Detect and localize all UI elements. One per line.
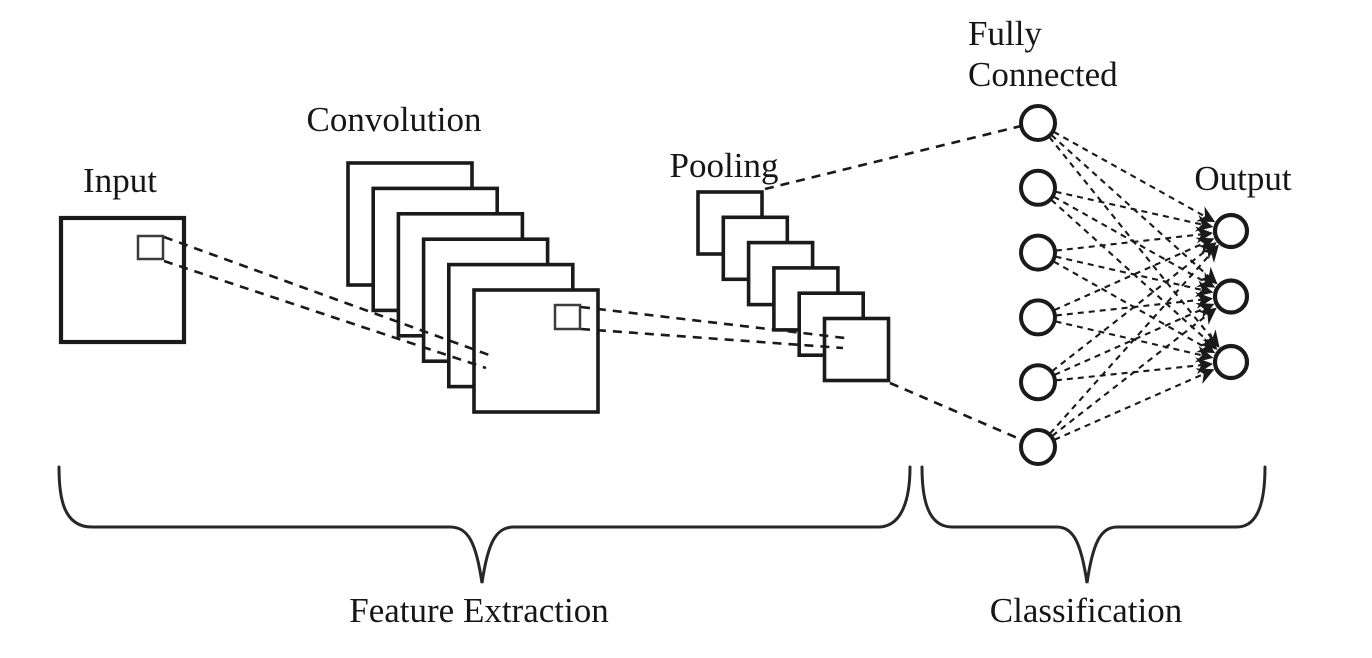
- fully-connected-neuron: [1019, 104, 1057, 142]
- fully-connected-to-output-line: [1053, 130, 1216, 223]
- pooling-to-fully-connected-line: [889, 381, 1023, 442]
- input-to-convolution-line: [163, 259, 487, 370]
- input-label: Input: [83, 161, 157, 200]
- fully-connected-to-output-line: [1053, 237, 1215, 312]
- pooling-to-fully-connected-line: [764, 124, 1022, 191]
- fully-connected-neuron: [1019, 428, 1057, 466]
- fully-connected-to-output-line: [1051, 307, 1217, 437]
- feature-extraction-brace: [57, 465, 912, 584]
- convolution-stack: [346, 161, 600, 414]
- convolution-receptive-field-square: [553, 303, 582, 331]
- fully-connected-to-output-line: [1055, 190, 1214, 232]
- convolution-to-pooling-line: [580, 327, 844, 350]
- input-receptive-field-square: [136, 234, 165, 261]
- convolution-label: Convolution: [306, 100, 481, 139]
- fully-connected-neuron: [1019, 168, 1057, 207]
- fully-connected-to-output-line: [1054, 302, 1215, 376]
- input-to-convolution-line: [163, 235, 493, 358]
- fully-connected-to-output-line: [1055, 226, 1214, 252]
- fully-connected-neuron: [1019, 233, 1057, 272]
- input-layer: [58, 215, 187, 345]
- fully-connected-to-output-line: [1054, 368, 1215, 441]
- fully-connected-neuron: [1019, 298, 1057, 337]
- fully-connected-neuron: [1019, 363, 1057, 402]
- convolution-feature-map: [472, 288, 600, 414]
- output-layer: [1212, 212, 1250, 381]
- convolution-to-pooling-line: [580, 305, 846, 340]
- pooling-feature-map: [822, 316, 891, 383]
- stage-braces: [57, 465, 1267, 584]
- output-neuron: [1212, 343, 1250, 381]
- fully-connected-label-line1: Fully: [968, 14, 1042, 53]
- fully-connected-to-output-line: [1049, 244, 1219, 435]
- pooling-stack: [696, 190, 891, 383]
- classification-label: Classification: [990, 591, 1182, 630]
- fully-connected-to-output-line: [1051, 242, 1217, 372]
- fully-connected-to-output-line: [1055, 255, 1214, 298]
- fully-connected-layer: [1019, 104, 1057, 466]
- feature-extraction-label: Feature Extraction: [349, 591, 608, 630]
- output-neuron: [1212, 212, 1250, 250]
- output-label: Output: [1194, 159, 1292, 198]
- output-neuron: [1212, 278, 1250, 315]
- fully-connected-label-line2: Connected: [968, 55, 1118, 94]
- classification-brace: [920, 465, 1267, 584]
- pooling-label: Pooling: [670, 146, 779, 185]
- connection-lines: [163, 124, 1220, 442]
